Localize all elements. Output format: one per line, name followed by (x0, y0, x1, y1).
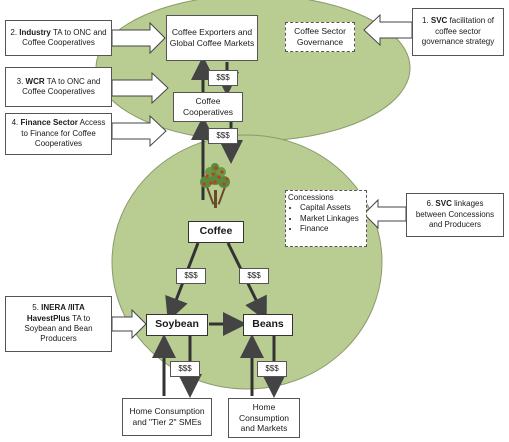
block-arrow-5 (111, 308, 147, 340)
node-governance-label: Coffee Sector Governance (294, 26, 346, 47)
intervention-3-prefix: 3. (16, 76, 24, 86)
node-home-sme-label: Home Consumption and "Tier 2" SMEs (129, 406, 205, 427)
node-home-sme: Home Consumption and "Tier 2" SMEs (122, 398, 212, 436)
money-label-2: $$$ (208, 128, 238, 144)
intervention-5-prefix: 5. (32, 303, 39, 313)
node-beans: Beans (243, 314, 293, 336)
intervention-1: 1. SVC facilitation of coffee sector gov… (412, 8, 504, 56)
intervention-1-bold: SVC (430, 16, 448, 26)
intervention-5-bold: INERA /IITA HavestPlus (26, 303, 85, 323)
intervention-6: 6. SVC linkages between Concessions and … (406, 193, 504, 237)
node-coffee-label: Coffee (199, 225, 233, 238)
intervention-2-bold: Industry (19, 27, 51, 37)
money-label-3: $$$ (176, 268, 206, 284)
intervention-4-prefix: 4. (11, 118, 19, 128)
money-label-2-text: $$$ (216, 131, 230, 140)
intervention-1-prefix: 1. (421, 16, 429, 26)
intervention-5: 5. INERA /IITA HavestPlus TA to Soybean … (5, 296, 112, 352)
intervention-4-rest: Access to Finance for Coffee Cooperative… (21, 118, 106, 149)
concessions-item-capital: Capital Assets (300, 203, 359, 213)
intervention-2: 2. Industry TA to ONC and Coffee Coopera… (5, 20, 112, 56)
node-exporters: Coffee Exporters and Global Coffee Marke… (166, 15, 258, 61)
intervention-1-rest: facilitation of coffee sector governance… (421, 16, 495, 47)
node-soybean-label: Soybean (155, 318, 199, 331)
money-label-6: $$$ (257, 361, 287, 377)
money-label-5: $$$ (170, 361, 200, 377)
coffee-tree-icon (200, 163, 230, 208)
block-arrow-3 (111, 71, 169, 105)
node-exporters-label: Coffee Exporters and Global Coffee Marke… (169, 27, 255, 48)
node-home-markets: Home Consumption and Markets (228, 398, 300, 438)
block-arrow-1 (363, 13, 413, 47)
concessions-item-finance: Finance (300, 224, 359, 234)
money-label-1-text: $$$ (216, 73, 230, 82)
block-arrow-6 (363, 198, 407, 230)
node-home-markets-label: Home Consumption and Markets (238, 402, 290, 434)
node-soybean: Soybean (146, 314, 208, 336)
intervention-4: 4. Finance Sector Access to Finance for … (5, 113, 112, 155)
concessions-title: Concessions (288, 193, 334, 202)
concessions-item-market: Market Linkages (300, 214, 359, 224)
block-arrow-4 (111, 114, 167, 148)
intervention-4-bold: Finance Sector (20, 118, 78, 128)
money-label-1: $$$ (208, 70, 238, 86)
money-label-5-text: $$$ (178, 364, 192, 373)
intervention-6-bold: SVC (435, 199, 452, 209)
node-cooperatives: Coffee Cooperatives (173, 92, 243, 122)
intervention-6-rest: linkages between Concessions and Produce… (415, 199, 495, 230)
money-label-3-text: $$$ (184, 271, 198, 280)
node-concessions: Concessions Capital Assets Market Linkag… (285, 190, 367, 247)
intervention-3-bold: WCR (25, 76, 45, 86)
money-label-4: $$$ (239, 268, 269, 284)
block-arrow-2 (111, 21, 166, 55)
node-governance: Coffee Sector Governance (285, 22, 355, 52)
node-cooperatives-label: Coffee Cooperatives (182, 96, 234, 117)
lower-ellipse (111, 134, 383, 390)
node-coffee: Coffee (188, 221, 244, 243)
intervention-3-rest: TA to ONC and Coffee Cooperatives (22, 76, 101, 96)
node-beans-label: Beans (252, 318, 284, 331)
intervention-2-prefix: 2. (10, 27, 18, 37)
intervention-6-prefix: 6. (426, 199, 434, 209)
money-label-4-text: $$$ (247, 271, 261, 280)
intervention-5-rest: TA to Soybean and Bean Producers (24, 313, 93, 344)
intervention-2-rest: TA to ONC and Coffee Cooperatives (22, 27, 107, 47)
intervention-3: 3. WCR TA to ONC and Coffee Cooperatives (5, 67, 112, 107)
money-label-6-text: $$$ (265, 364, 279, 373)
